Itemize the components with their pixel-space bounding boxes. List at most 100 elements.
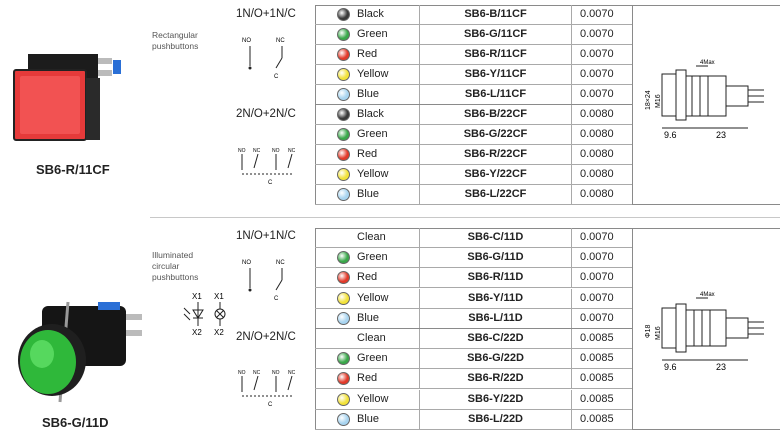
svg-text:NC: NC: [288, 370, 296, 376]
weight-cell: 0.0085: [580, 352, 614, 365]
color-cell: Blue: [315, 185, 420, 204]
model-cell: SB6-C/22D: [420, 329, 572, 348]
color-cell: Yellow: [315, 165, 420, 184]
color-name: Yellow: [357, 168, 389, 180]
color-cell: Yellow: [315, 389, 420, 409]
color-name: Green: [357, 251, 388, 264]
weight-cell: 0.0085: [580, 392, 614, 405]
dimension-drawing-circular: 4Max Φ18 M16 9.6 23: [645, 292, 764, 372]
category-line: Rectangular: [152, 30, 198, 40]
model-cell: SB6-Y/11D: [420, 288, 572, 308]
color-name: Blue: [357, 311, 380, 324]
model-cell: SB6-L/22D: [420, 409, 572, 429]
table-row: Blue SB6-L/11D 0.0070: [315, 308, 632, 329]
svg-text:NC: NC: [288, 148, 296, 154]
color-cell: Blue: [315, 308, 420, 328]
color-swatch-icon: [337, 48, 350, 61]
model-cell: SB6-R/22D: [420, 369, 572, 389]
dimension-drawing-rectangular: 4Max 18×24 M16 9.6 23: [645, 60, 764, 140]
max-dimension: 4Max: [700, 292, 715, 298]
color-swatch-icon: [337, 372, 350, 386]
contact-1no1nc-diagram: NO NC C: [242, 38, 285, 80]
thread-dimension: M16: [655, 326, 662, 340]
contact-config: 1N/O+1N/C: [236, 230, 296, 242]
svg-text:C: C: [268, 402, 273, 408]
rectangular-pushbutton-image: [13, 54, 121, 141]
color-cell: Green: [315, 349, 420, 369]
weight-cell: 0.0070: [580, 291, 614, 304]
no-label: NO: [242, 38, 251, 44]
color-name: Clean: [357, 332, 386, 344]
color-name: Red: [357, 48, 378, 60]
height-dimension: 18×24: [645, 90, 652, 110]
color-swatch-icon: [337, 311, 350, 325]
model-cell: SB6-G/11D: [420, 248, 572, 268]
width1-dimension: 9.6: [664, 362, 677, 372]
model-cell: SB6-Y/22D: [420, 389, 572, 409]
model-cell: SB6-G/22D: [420, 349, 572, 369]
color-name: Blue: [357, 88, 380, 100]
category-label: Rectangular pushbuttons: [152, 30, 198, 52]
color-name: Clean: [357, 231, 386, 243]
color-cell: Blue: [315, 85, 420, 104]
svg-text:NC: NC: [253, 148, 261, 154]
width1-dimension: 9.6: [664, 130, 677, 140]
color-swatch-icon: [337, 412, 350, 426]
weight-cell: 0.0080: [580, 128, 614, 140]
color-swatch-icon: [337, 128, 350, 141]
color-name: Red: [357, 148, 378, 160]
color-swatch-icon: [337, 8, 350, 21]
color-cell: Yellow: [315, 288, 420, 308]
color-cell: Red: [315, 268, 420, 288]
color-cell: Green: [315, 248, 420, 268]
color-name: Green: [357, 352, 388, 365]
max-dimension: 4Max: [700, 60, 715, 66]
contact-1no1nc-diagram: NO NC C: [242, 260, 285, 302]
model-cell: SB6-Y/11CF: [420, 65, 572, 84]
model-cell: SB6-L/22CF: [420, 185, 572, 204]
color-swatch-icon: [337, 251, 350, 265]
svg-text:NO: NO: [238, 370, 246, 376]
color-swatch-icon: [337, 28, 350, 41]
svg-text:C: C: [274, 296, 279, 302]
color-name: Blue: [357, 188, 380, 200]
product-name: SB6-G/11D: [42, 415, 109, 430]
contact-config: 1N/O+1N/C: [236, 8, 296, 20]
color-swatch-icon: [337, 188, 350, 201]
color-name: Red: [357, 271, 378, 284]
color-cell: Green: [315, 25, 420, 44]
svg-text:NO: NO: [272, 148, 280, 154]
section-divider: [150, 217, 780, 218]
contact-config: 2N/O+2N/C: [236, 108, 296, 120]
model-cell: SB6-R/22CF: [420, 145, 572, 164]
weight-cell: 0.0085: [580, 372, 614, 385]
color-cell: Black: [315, 5, 420, 24]
model-cell: SB6-L/11D: [420, 308, 572, 328]
weight-cell: 0.0080: [580, 168, 614, 180]
category-line: Illuminated: [152, 250, 194, 260]
weight-cell: 0.0080: [580, 148, 614, 160]
model-cell: SB6-B/22CF: [420, 105, 572, 124]
weight-cell: 0.0070: [580, 88, 614, 100]
weight-cell: 0.0085: [580, 332, 614, 344]
weight-cell: 0.0070: [580, 251, 614, 264]
weight-cell: 0.0080: [580, 108, 614, 120]
height-dimension: Φ18: [645, 325, 652, 338]
svg-text:NO: NO: [238, 148, 246, 154]
svg-text:NC: NC: [276, 260, 285, 266]
color-cell: Red: [315, 369, 420, 389]
color-swatch-icon: [337, 68, 350, 81]
weight-cell: 0.0070: [580, 311, 614, 324]
color-swatch-icon: [337, 271, 350, 285]
svg-text:C: C: [268, 180, 273, 186]
weight-cell: 0.0080: [580, 188, 614, 200]
model-cell: SB6-C/11D: [420, 228, 572, 247]
weight-cell: 0.0070: [580, 28, 614, 40]
color-cell: Yellow: [315, 65, 420, 84]
weight-cell: 0.0070: [580, 68, 614, 80]
